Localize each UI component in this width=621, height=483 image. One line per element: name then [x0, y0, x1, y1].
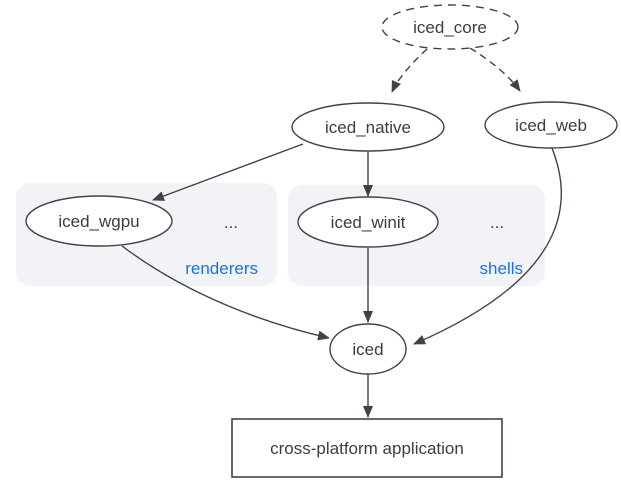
iced-label: iced — [352, 340, 383, 359]
node-iced-core: iced_core — [381, 4, 519, 50]
iced-web-label: iced_web — [515, 116, 587, 135]
iced-core-label: iced_core — [413, 18, 487, 37]
iced-winit-ellipse — [297, 196, 439, 248]
iced-wgpu-label: iced_wgpu — [58, 212, 139, 231]
renderers-group-label: renderers — [185, 259, 258, 278]
renderers-ellipsis: ... — [224, 213, 238, 232]
edge-iced-core-to-iced-native — [391, 48, 428, 93]
node-iced: iced — [329, 323, 407, 375]
iced-web-ellipse — [484, 101, 618, 149]
node-iced-web: iced_web — [484, 101, 618, 149]
iced-native-ellipse — [291, 102, 445, 152]
edge-iced-native-to-iced-wgpu — [152, 143, 304, 201]
node-application: cross-platform application — [231, 418, 503, 478]
node-iced-winit: iced_winit — [297, 196, 439, 248]
edge-iced-wgpu-to-iced — [121, 245, 330, 341]
iced-winit-label: iced_winit — [331, 213, 406, 232]
shells-group-label: shells — [480, 259, 523, 278]
iced-ellipse — [329, 323, 407, 375]
node-iced-wgpu: iced_wgpu — [25, 195, 173, 247]
iced-native-label: iced_native — [325, 118, 411, 137]
application-rect — [231, 418, 503, 478]
iced-wgpu-ellipse — [25, 195, 173, 247]
node-iced-native: iced_native — [291, 102, 445, 152]
shells-ellipsis: ... — [490, 213, 504, 232]
edge-iced-web-to-iced — [413, 147, 562, 345]
edge-iced-core-to-iced-web — [469, 47, 521, 92]
application-label: cross-platform application — [270, 439, 464, 458]
iced-core-ellipse — [381, 4, 519, 50]
